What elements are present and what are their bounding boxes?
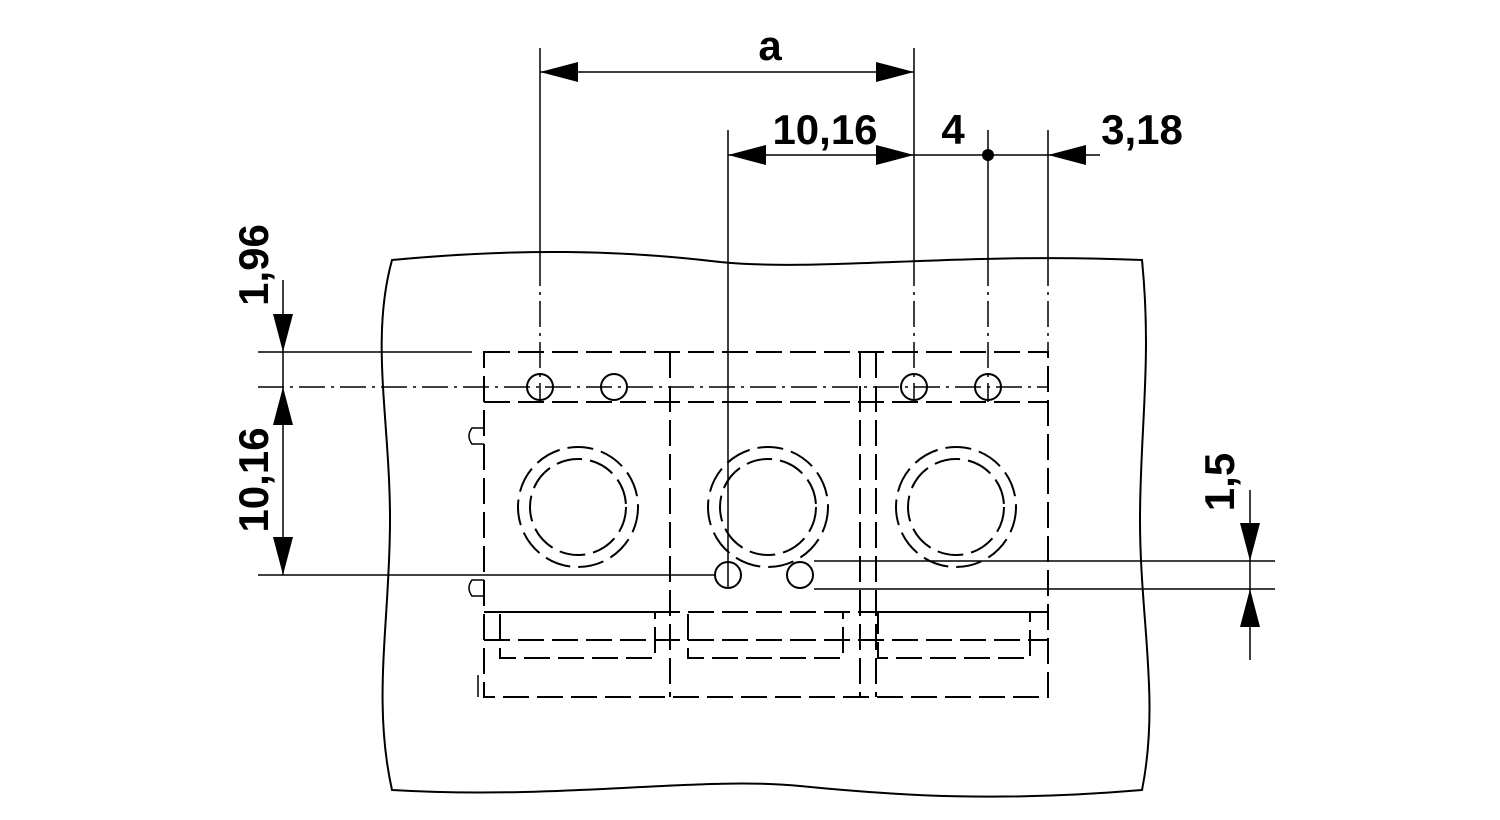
dimension-3-18-label: 3,18 xyxy=(1101,106,1183,153)
dimension-pitch-vertical-label: 10,16 xyxy=(230,427,277,532)
dimension-a: a xyxy=(540,22,914,82)
dimension-1-96-label: 1,96 xyxy=(230,224,277,306)
dimension-pitch-horizontal-label: 10,16 xyxy=(772,106,877,153)
dimension-left: 1,96 10,16 xyxy=(230,224,293,575)
connector-footprint xyxy=(468,351,1049,698)
dimension-1-5-label: 1,5 xyxy=(1196,453,1243,511)
dimension-a-label: a xyxy=(758,22,782,69)
center-lines xyxy=(258,260,1049,402)
solder-holes xyxy=(526,373,1002,589)
dimension-right: 1,5 xyxy=(1196,453,1260,660)
screw-openings xyxy=(517,446,1017,568)
dimension-top-row: 10,16 4 3,18 xyxy=(728,106,1183,165)
pcb-outline xyxy=(380,250,1151,798)
dimension-4-label: 4 xyxy=(941,106,965,153)
